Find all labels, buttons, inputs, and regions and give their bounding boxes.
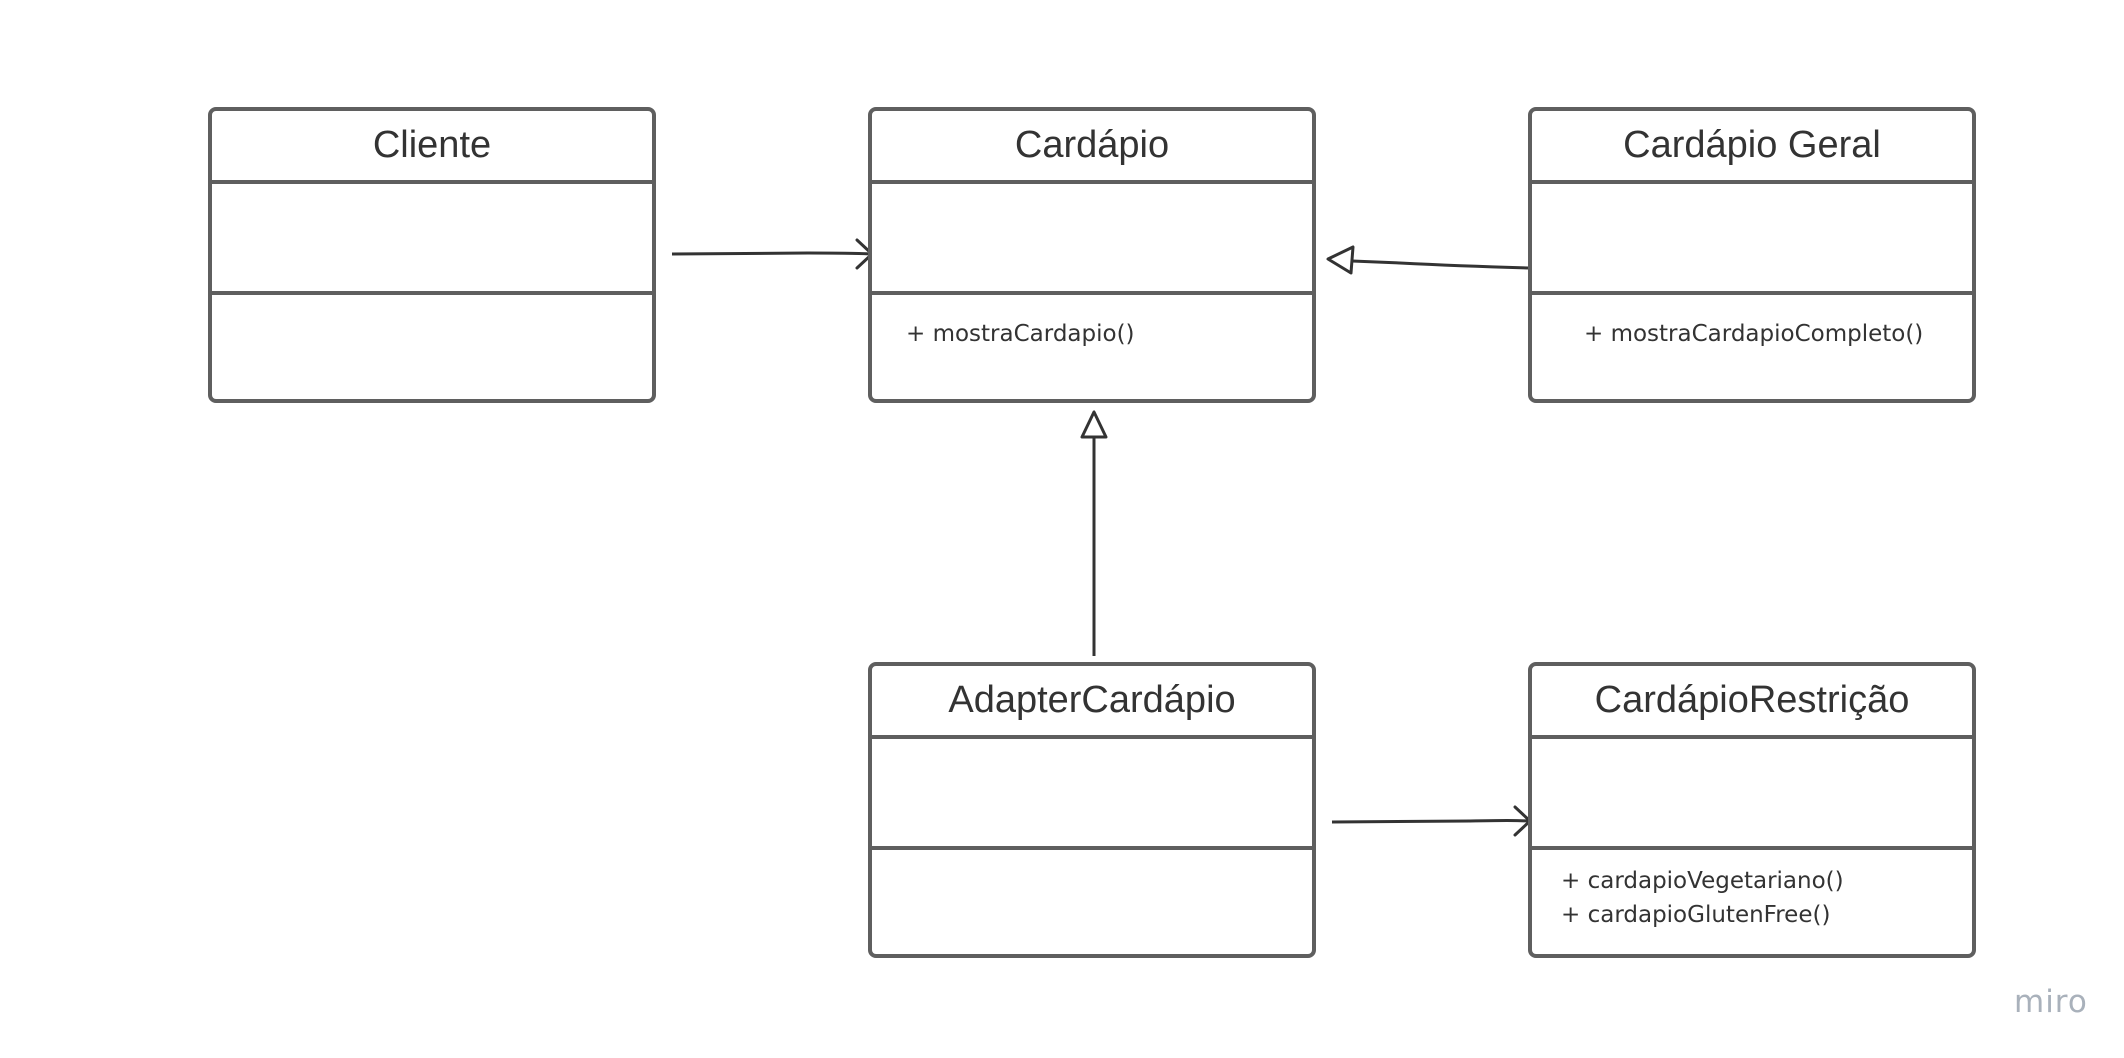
method-item: + mostraCardapioCompleto() [1584,321,1924,347]
connector-cliente-cardapio[interactable] [671,238,874,270]
attributes-section [1532,184,1972,295]
methods-section: + mostraCardapioCompleto() [1532,295,1972,351]
connector-adapter-cardapio[interactable] [1080,410,1108,656]
attributes-section [872,739,1312,850]
class-box-cardapio-geral[interactable]: Cardápio Geral + mostraCardapioCompleto(… [1528,107,1976,403]
class-name: Cardápio Geral [1532,111,1972,184]
class-box-cardapio[interactable]: Cardápio + mostraCardapio() [868,107,1316,403]
attributes-section [212,184,652,295]
connector-geral-cardapio[interactable] [1326,245,1529,275]
method-item: + cardapioVegetariano() [1561,868,1844,894]
miro-logo: miro [2014,984,2088,1020]
class-box-adapter-cardapio[interactable]: AdapterCardápio [868,662,1316,958]
class-name: Cardápio [872,111,1312,184]
connector-adapter-restricao[interactable] [1331,805,1532,837]
attributes-section [1532,739,1972,850]
class-name: AdapterCardápio [872,666,1312,739]
method-item: + mostraCardapio() [906,321,1135,347]
methods-section [212,295,652,317]
attributes-section [872,184,1312,295]
method-item: + cardapioGlutenFree() [1561,902,1831,928]
class-box-cardapio-restricao[interactable]: CardápioRestrição + cardapioVegetariano(… [1528,662,1976,958]
methods-section: + mostraCardapio() [872,295,1312,351]
methods-section [872,850,1312,872]
class-name: Cliente [212,111,652,184]
class-name: CardápioRestrição [1532,666,1972,739]
class-box-cliente[interactable]: Cliente [208,107,656,403]
methods-section: + cardapioVegetariano() + cardapioGluten… [1532,850,1972,932]
